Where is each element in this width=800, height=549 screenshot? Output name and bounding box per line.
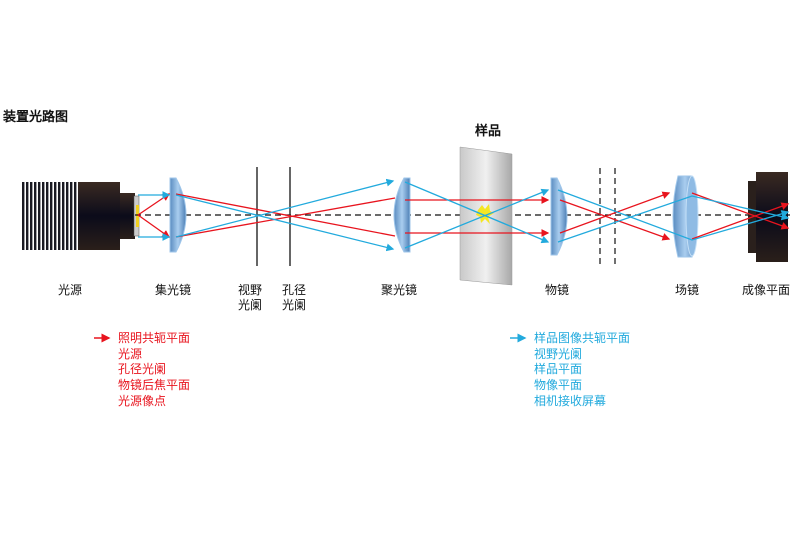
heat-sink-fin (70, 182, 73, 250)
diagram-title: 装置光路图 (3, 110, 69, 125)
illumination-rays (137, 191, 790, 241)
legend-item: 光源 (118, 346, 143, 361)
objective-label: 物镜 (544, 283, 570, 297)
legend-illumination: 照明共轭平面 光源 孔径光阑 物镜后焦平面 光源像点 (118, 331, 190, 410)
legend-item: 视野光阑 (534, 346, 583, 361)
legend-heading: 样品图像共轭平面 (534, 331, 631, 345)
heat-sink-fin (62, 182, 65, 250)
image-plane-label: 成像平面 (741, 283, 791, 297)
collector-lens (169, 177, 187, 253)
legend-item: 孔径光阑 (118, 362, 167, 377)
heat-sink-fin (54, 182, 57, 250)
label-line: 孔径 (281, 283, 307, 297)
specimen-icon (476, 204, 494, 224)
label-line: 光阑 (281, 298, 307, 312)
light-source-label: 光源 (57, 283, 83, 297)
aperture-stop-label: 孔径光阑 (282, 283, 306, 313)
legend-item: 物像平面 (534, 378, 583, 393)
field-lens-label: 场镜 (674, 283, 700, 297)
legend-item: 物镜后焦平面 (118, 378, 191, 393)
image-rays (138, 178, 790, 252)
legend-item: 样品平面 (534, 362, 583, 377)
heat-sink-fin (66, 182, 69, 250)
condenser-lens (393, 177, 411, 253)
heat-sink-fin (74, 182, 77, 250)
heat-sink-fin (34, 182, 37, 250)
heat-sink-fin (58, 182, 61, 250)
collector-lens-label: 集光镜 (154, 283, 192, 297)
legend-heading: 照明共轭平面 (118, 331, 191, 345)
condenser-label: 聚光镜 (380, 283, 418, 297)
heat-sink-fin (50, 182, 53, 250)
field-stop-label: 视野光阑 (238, 283, 262, 313)
heat-sink-fin (38, 182, 41, 250)
heat-sink-fin (46, 182, 49, 250)
heat-sink-fin (30, 182, 33, 250)
field-lens (672, 175, 699, 258)
sample-label: 样品 (474, 124, 502, 139)
legend-item: 相机接收屏幕 (534, 393, 607, 408)
legend-item: 光源像点 (118, 393, 167, 408)
label-line: 视野 (237, 283, 263, 297)
label-line: 光阑 (237, 298, 263, 312)
legend-image: 样品图像共轭平面 视野光阑 样品平面 物像平面 相机接收屏幕 (534, 331, 630, 410)
heat-sink-fin (26, 182, 29, 250)
objective-lens (550, 177, 568, 256)
heat-sink-fin (42, 182, 45, 250)
light-source-icon (22, 182, 140, 250)
heat-sink-fin (22, 182, 25, 250)
